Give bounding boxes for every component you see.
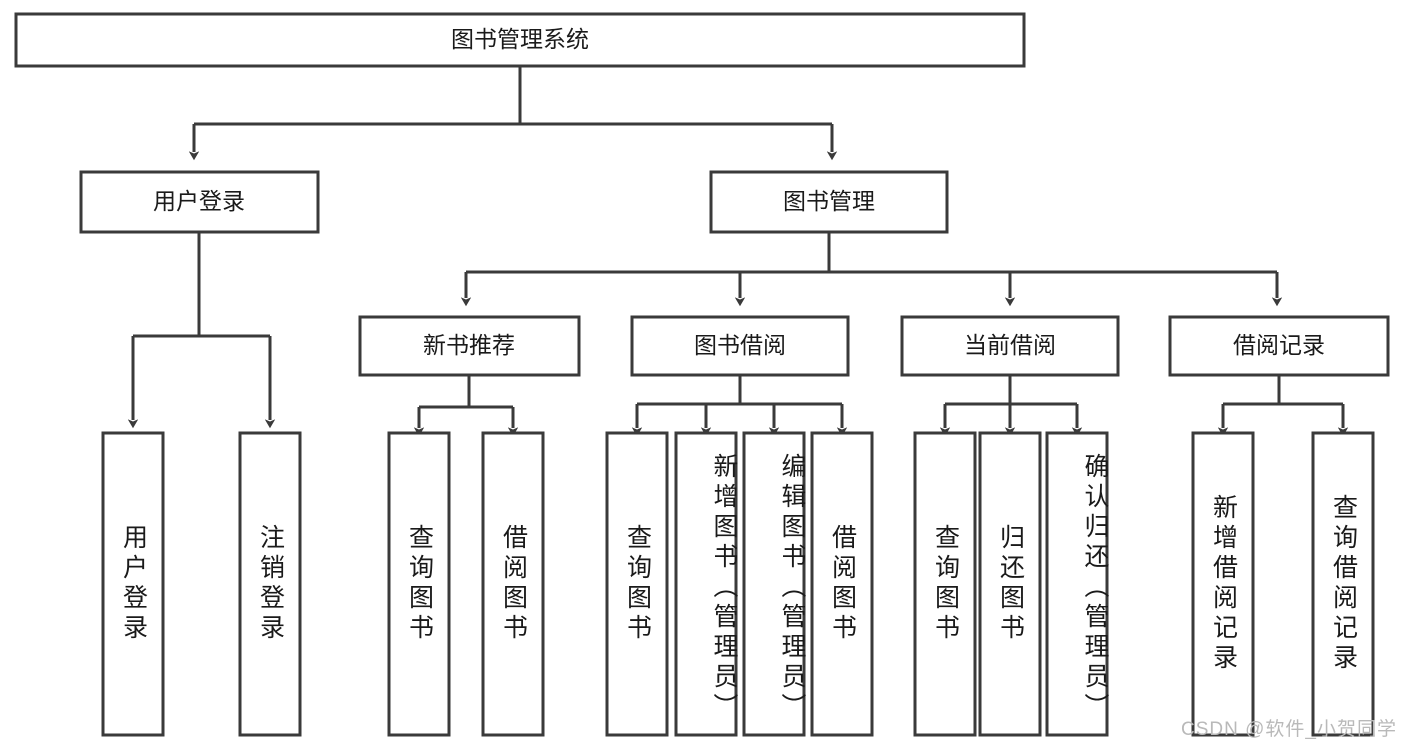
node-user-login-label: 用户登录 (153, 188, 245, 214)
edge-borrowrecord-to-leaves (1217, 375, 1349, 437)
node-current-borrow-label: 当前借阅 (964, 332, 1056, 358)
node-borrow-record[interactable]: 借阅记录 (1168, 315, 1390, 377)
node-book-manage-label: 图书管理 (783, 188, 875, 214)
leaf-node-bb-add-book[interactable] (674, 431, 738, 737)
edge-userlogin-to-leaves (127, 232, 276, 429)
leaf-node-bb-query-book[interactable] (605, 431, 669, 737)
leaf-node-br-query-record[interactable] (1311, 431, 1375, 737)
edge-newbook-to-leaves (413, 375, 519, 437)
node-book-borrow-label: 图书借阅 (694, 332, 786, 358)
edge-currentborrow-to-leaves (939, 375, 1083, 437)
leaf-node-br-add-record[interactable] (1191, 431, 1255, 737)
leaf-node-cb-query-book[interactable] (913, 431, 977, 737)
leaf-node-nb-borrow-book[interactable] (481, 431, 545, 737)
node-book-borrow[interactable]: 图书借阅 (630, 315, 850, 377)
leaf-node-logout[interactable] (238, 431, 302, 737)
node-borrow-record-label: 借阅记录 (1233, 332, 1325, 358)
node-root-label: 图书管理系统 (451, 26, 589, 52)
node-book-manage[interactable]: 图书管理 (709, 170, 949, 234)
edge-root-to-level2 (188, 66, 838, 161)
node-root[interactable]: 图书管理系统 (14, 12, 1026, 68)
edge-bookborrow-to-leaves (631, 375, 848, 437)
leaf-node-bb-borrow-book[interactable] (810, 431, 874, 737)
leaf-node-nb-query-book[interactable] (387, 431, 451, 737)
node-current-borrow[interactable]: 当前借阅 (900, 315, 1120, 377)
node-user-login[interactable]: 用户登录 (79, 170, 320, 234)
node-new-book-recommend[interactable]: 新书推荐 (358, 315, 581, 377)
edge-bookmanage-to-level3 (460, 232, 1283, 307)
watermark-text: CSDN @软件_小贺同学 (1181, 719, 1397, 740)
node-new-book-recommend-label: 新书推荐 (423, 332, 515, 358)
leaf-node-cb-return-book[interactable] (978, 431, 1042, 737)
leaf-node-cb-confirm-return[interactable] (1045, 431, 1109, 737)
leaf-node-user-login[interactable] (101, 431, 165, 737)
leaf-node-bb-edit-book[interactable] (742, 431, 806, 737)
